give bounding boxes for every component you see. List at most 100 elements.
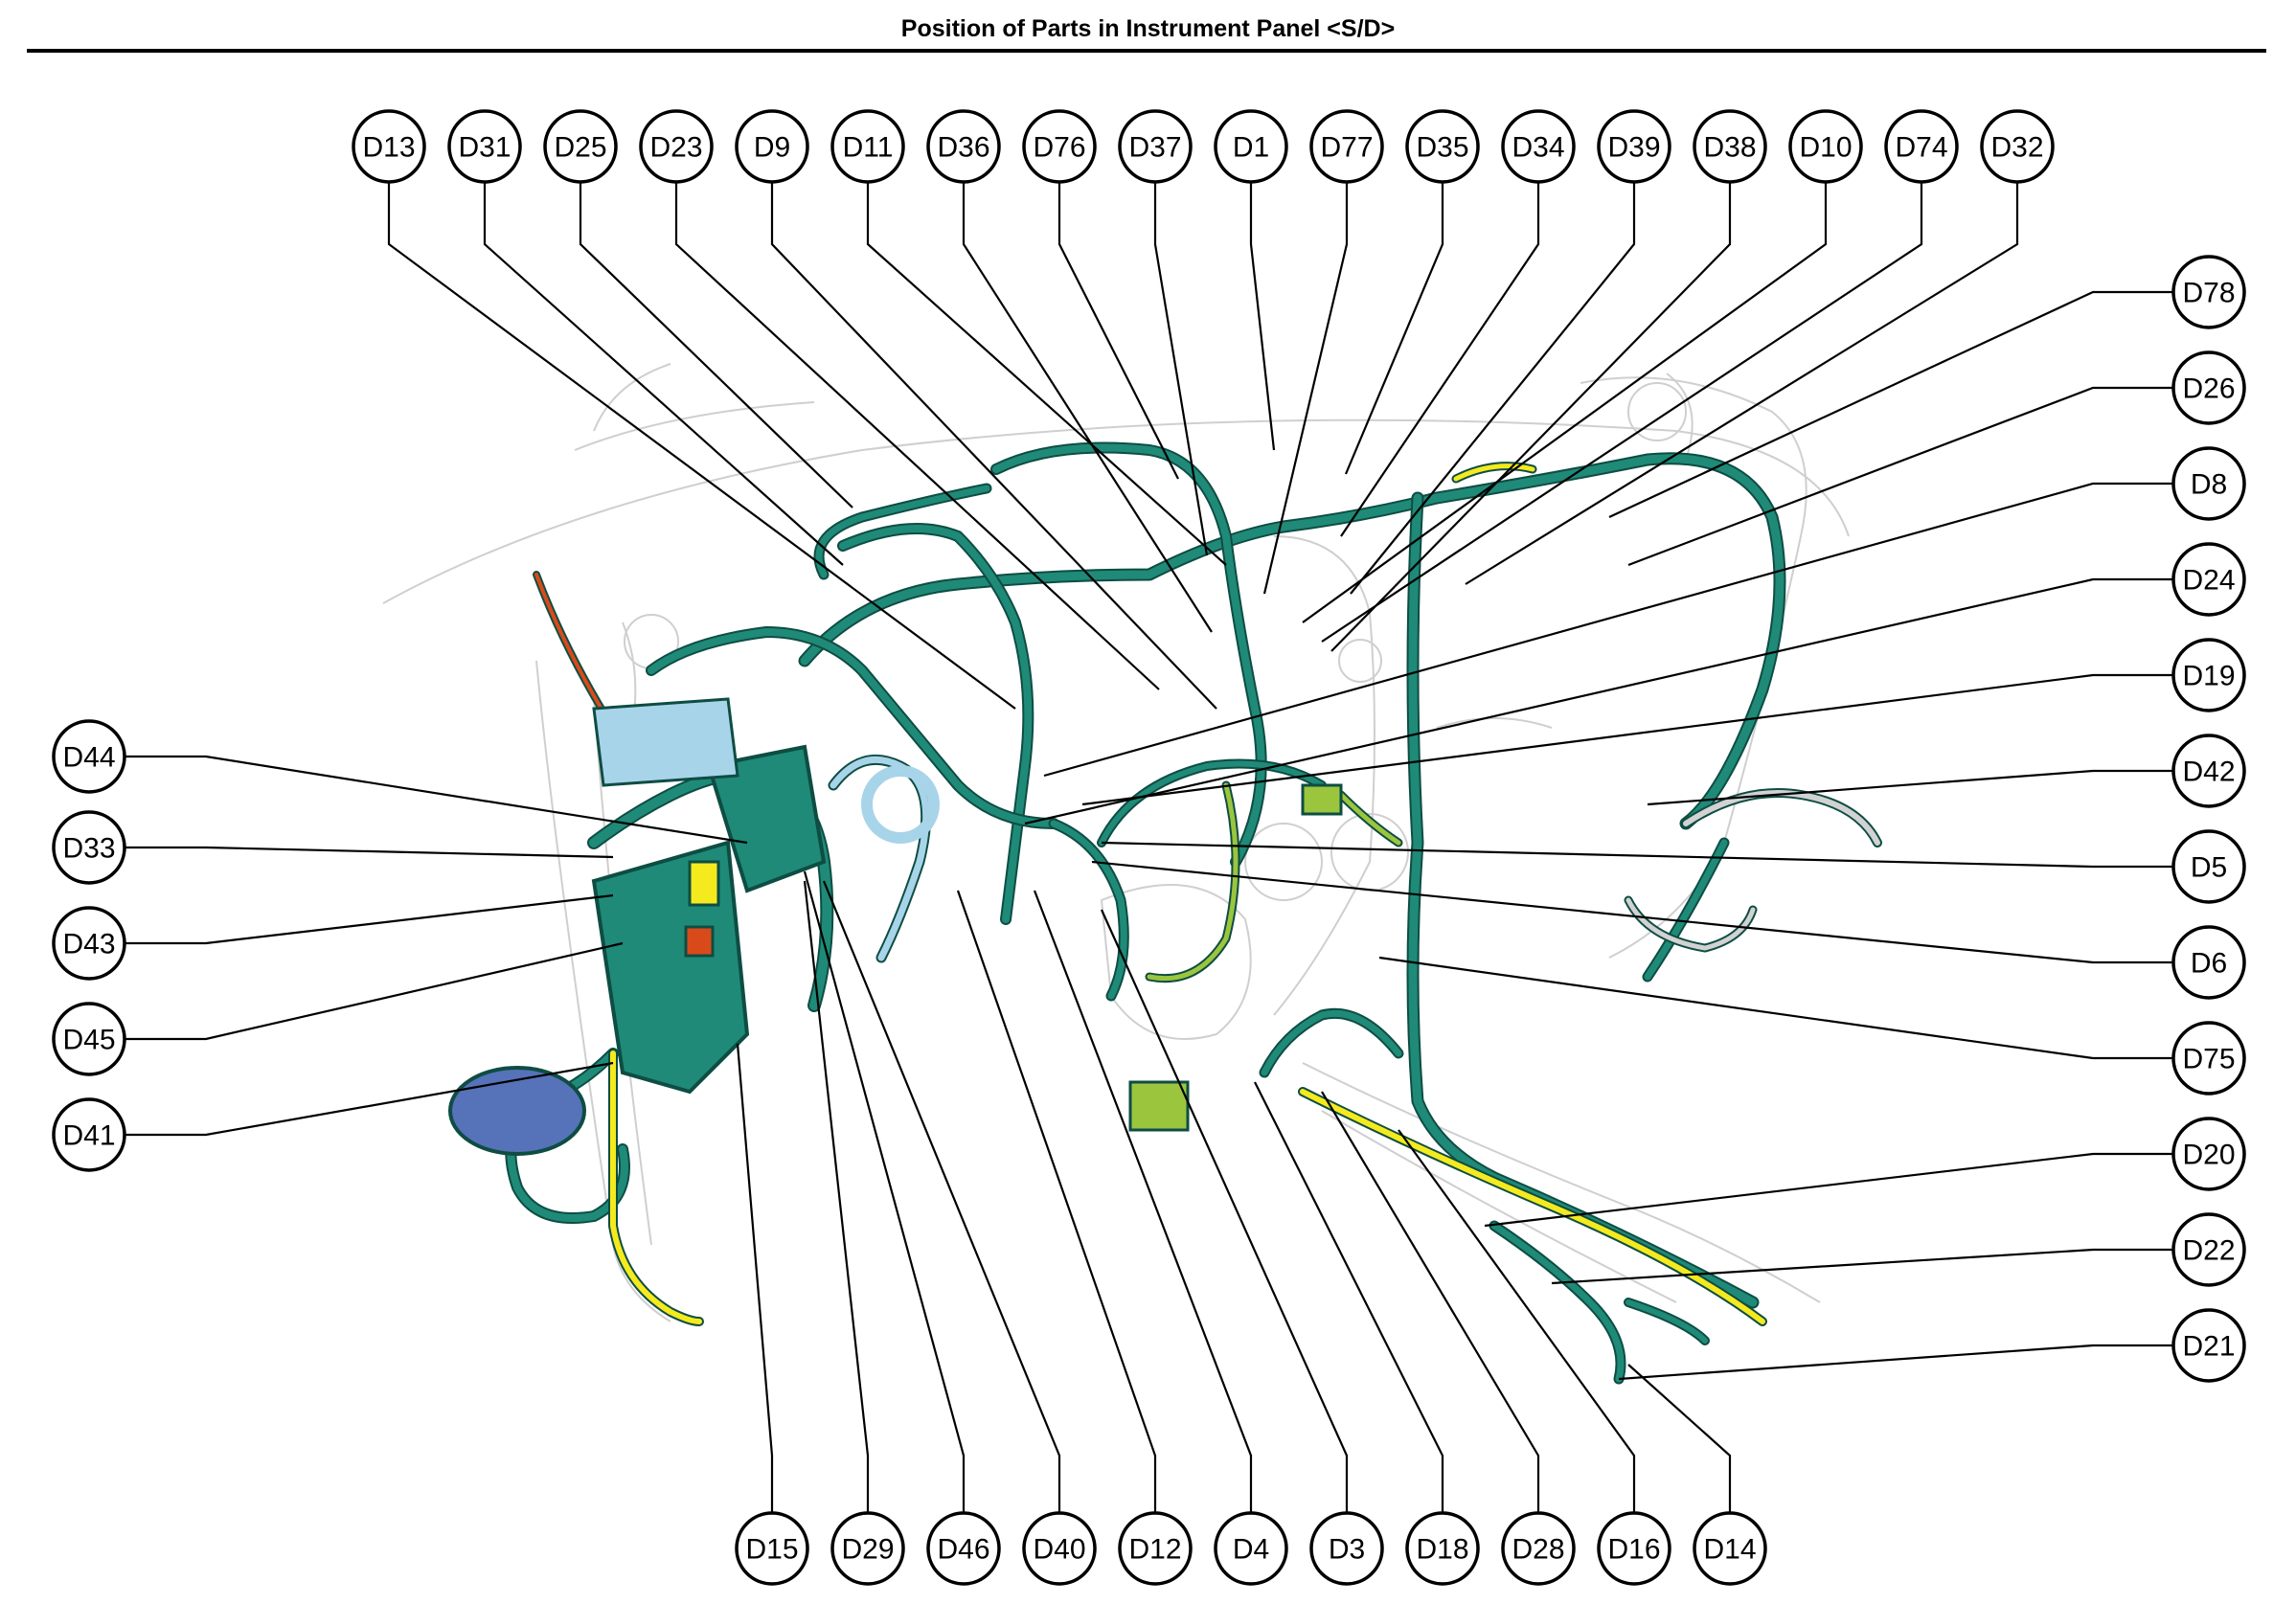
callout-circle [1788,109,1863,184]
leader-line [1330,182,1732,652]
callout-circle [830,109,905,184]
harness-bundle [648,628,1057,827]
callout-label: D78 [2182,278,2235,309]
callout-label: D9 [754,132,790,164]
callout-circle [2171,925,2246,1000]
callout-D38: D38 [1693,109,1767,184]
callout-circle [2171,638,2246,712]
instrument-panel-outline [382,363,1850,1322]
callout-label: D43 [62,929,115,960]
callout-label: D44 [62,742,115,774]
leader-line [956,890,1157,1513]
harness-bundle [609,1051,702,1324]
callout-D19: D19 [2171,638,2246,712]
leader-line [803,880,870,1513]
title-rule [27,49,2266,53]
leader-line [1465,182,2019,585]
leader-line [822,880,1061,1513]
callout-label: D36 [937,132,989,164]
harness-bundle [1644,839,1728,981]
callout-label: D35 [1416,132,1468,164]
callout-label: D4 [1233,1534,1269,1566]
callout-label: D19 [2182,661,2235,692]
callout-D41: D41 [52,1097,126,1172]
leader-line [1081,673,2173,806]
callout-label: D46 [937,1534,989,1566]
leader-line [962,182,1213,633]
harness-bundle-outline [1145,780,1240,983]
callout-D9: D9 [735,109,809,184]
callout-D76: D76 [1022,109,1097,184]
callout-D74: D74 [1884,109,1959,184]
leader-line [1350,182,1636,595]
callout-D43: D43 [52,906,126,981]
harness-bundle-outline [828,754,932,963]
callout-circle [2171,1021,2246,1096]
callout-circle [1597,1511,1671,1586]
leader-line [1043,482,2173,778]
leader-line [1024,577,2173,825]
callout-D15: D15 [735,1511,809,1586]
leader-line [1091,860,2173,964]
callout-label: D6 [2191,948,2227,980]
leader-line [125,893,614,945]
callout-label: D33 [62,833,115,865]
leader-line [770,182,1217,710]
callout-label: D24 [2182,565,2235,597]
callout-circle [447,109,522,184]
callout-circle [830,1511,905,1586]
leader-line [1484,1152,2173,1228]
harness-bundle [1338,792,1401,846]
callout-label: D74 [1895,132,1947,164]
olive-connector [1301,783,1343,816]
leader-line [1101,841,2173,869]
callout-D16: D16 [1597,1511,1671,1586]
callout-label: D25 [554,132,606,164]
callout-D37: D37 [1118,109,1193,184]
callout-D23: D23 [639,109,714,184]
harness-bundle [1683,790,1880,846]
callout-circle [2171,1212,2246,1287]
callout-circle [735,1511,809,1586]
harness-bundle [800,454,1785,828]
callout-D34: D34 [1501,109,1576,184]
callout-D42: D42 [2171,734,2246,808]
callout-D3: D3 [1309,1511,1384,1586]
leader-line [1618,1344,2173,1381]
callout-D6: D6 [2171,925,2246,1000]
callout-circle [1214,1511,1288,1586]
callout-D44: D44 [52,719,126,794]
callout-D33: D33 [52,810,126,885]
callout-circle [1405,109,1480,184]
harness-bundle [815,485,990,578]
leader-line [1057,182,1179,480]
leader-line [387,182,1016,710]
leader-line [1627,386,2173,567]
callout-label: D5 [2191,852,2227,884]
callout-D28: D28 [1501,1511,1576,1586]
grommet [861,765,940,844]
callout-D4: D4 [1214,1511,1288,1586]
callout-circle [52,1002,126,1076]
callout-D14: D14 [1693,1511,1767,1586]
leader-line [125,846,614,859]
leader-line [1398,1129,1636,1513]
callout-circle [2171,829,2246,904]
callout-label: D8 [2191,469,2227,501]
callout-label: D12 [1128,1534,1181,1566]
wire-harness [448,441,1882,1385]
callout-D20: D20 [2171,1117,2246,1191]
callout-D24: D24 [2171,542,2246,617]
callout-circle [352,109,426,184]
callout-D31: D31 [447,109,522,184]
callout-D18: D18 [1405,1511,1480,1586]
blue-harness-coil [448,1066,586,1156]
callout-D11: D11 [830,109,905,184]
callout-circle [735,109,809,184]
callout-circle [1501,109,1576,184]
callout-D77: D77 [1309,109,1384,184]
callout-label: D31 [458,132,511,164]
callout-label: D26 [2182,373,2235,405]
leader-line [1254,1081,1444,1513]
